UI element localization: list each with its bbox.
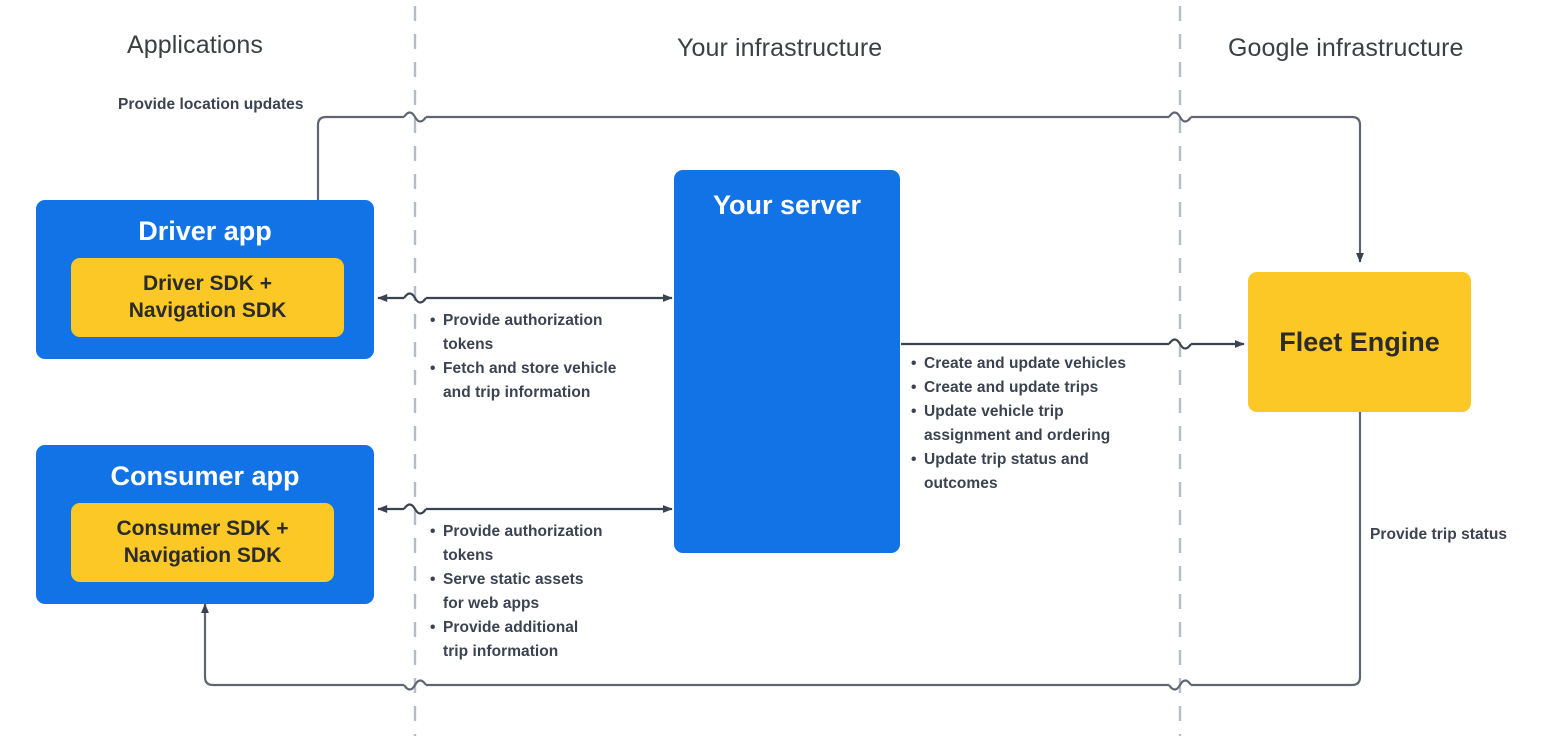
note-line: Create and update vehicles <box>924 355 1127 372</box>
note-line: Create and update trips <box>924 379 1099 397</box>
label-provide-trip-status: Provide trip status <box>1370 526 1508 543</box>
note-line: Fetch and store vehicle <box>443 360 617 378</box>
note-line: tokens <box>443 336 494 354</box>
list-item: Create and update vehicles <box>911 352 1171 376</box>
driver-app-title: Driver app <box>138 216 272 246</box>
list-item: Provide additional trip information <box>430 616 660 664</box>
consumer-sdk-line-2: Navigation SDK <box>123 543 282 567</box>
list-item: Serve static assets for web apps <box>430 568 660 616</box>
node-consumer-app[interactable]: Consumer app Consumer SDK + Navigation S… <box>36 445 374 604</box>
list-item: Update vehicle trip assignment and order… <box>911 400 1171 448</box>
note-line: assignment and ordering <box>924 427 1111 445</box>
note-line: Update vehicle trip <box>924 403 1064 421</box>
note-line: Provide authorization <box>443 312 603 329</box>
note-line: tokens <box>443 547 494 565</box>
zone-title-your-infrastructure: Your infrastructure <box>677 34 883 62</box>
list-item: Provide authorization tokens <box>430 520 660 568</box>
fleet-engine-title: Fleet Engine <box>1279 326 1440 357</box>
note-line: and trip information <box>443 384 591 402</box>
node-driver-app[interactable]: Driver app Driver SDK + Navigation SDK <box>36 200 374 359</box>
node-consumer-sdk[interactable]: Consumer SDK + Navigation SDK <box>71 503 334 582</box>
your-server-title: Your server <box>712 190 862 220</box>
consumer-app-title: Consumer app <box>110 461 300 491</box>
note-line: Update trip status and <box>924 451 1089 469</box>
edge-consumer-server <box>377 503 673 515</box>
note-line: Provide authorization <box>443 523 603 540</box>
zone-title-google-infrastructure: Google infrastructure <box>1228 34 1464 62</box>
list-item: Create and update trips <box>911 376 1171 400</box>
note-line: outcomes <box>924 475 998 493</box>
zone-title-applications: Applications <box>127 31 264 59</box>
label-provide-location-updates: Provide location updates <box>118 96 304 113</box>
list-item: Provide authorization tokens <box>430 309 660 357</box>
node-your-server[interactable]: Your server <box>674 170 900 553</box>
note-line: Provide additional <box>443 619 579 637</box>
notes-consumer-server: Provide authorization tokens Serve stati… <box>430 520 660 664</box>
note-line: for web apps <box>443 595 540 613</box>
list-item: Update trip status and outcomes <box>911 448 1171 496</box>
node-fleet-engine[interactable]: Fleet Engine <box>1248 272 1471 412</box>
notes-server-engine: Create and update vehicles Create and up… <box>911 352 1171 496</box>
notes-driver-server: Provide authorization tokens Fetch and s… <box>430 309 660 405</box>
consumer-sdk-line-1: Consumer SDK + <box>116 517 289 541</box>
edge-server-engine <box>901 338 1245 350</box>
list-item: Fetch and store vehicle and trip informa… <box>430 357 660 405</box>
driver-sdk-line-2: Navigation SDK <box>128 298 287 322</box>
driver-sdk-line-1: Driver SDK + <box>143 272 272 296</box>
node-driver-sdk[interactable]: Driver SDK + Navigation SDK <box>71 258 344 337</box>
note-line: trip information <box>443 643 559 661</box>
note-line: Serve static assets <box>443 571 584 589</box>
edge-driver-server <box>377 292 673 304</box>
